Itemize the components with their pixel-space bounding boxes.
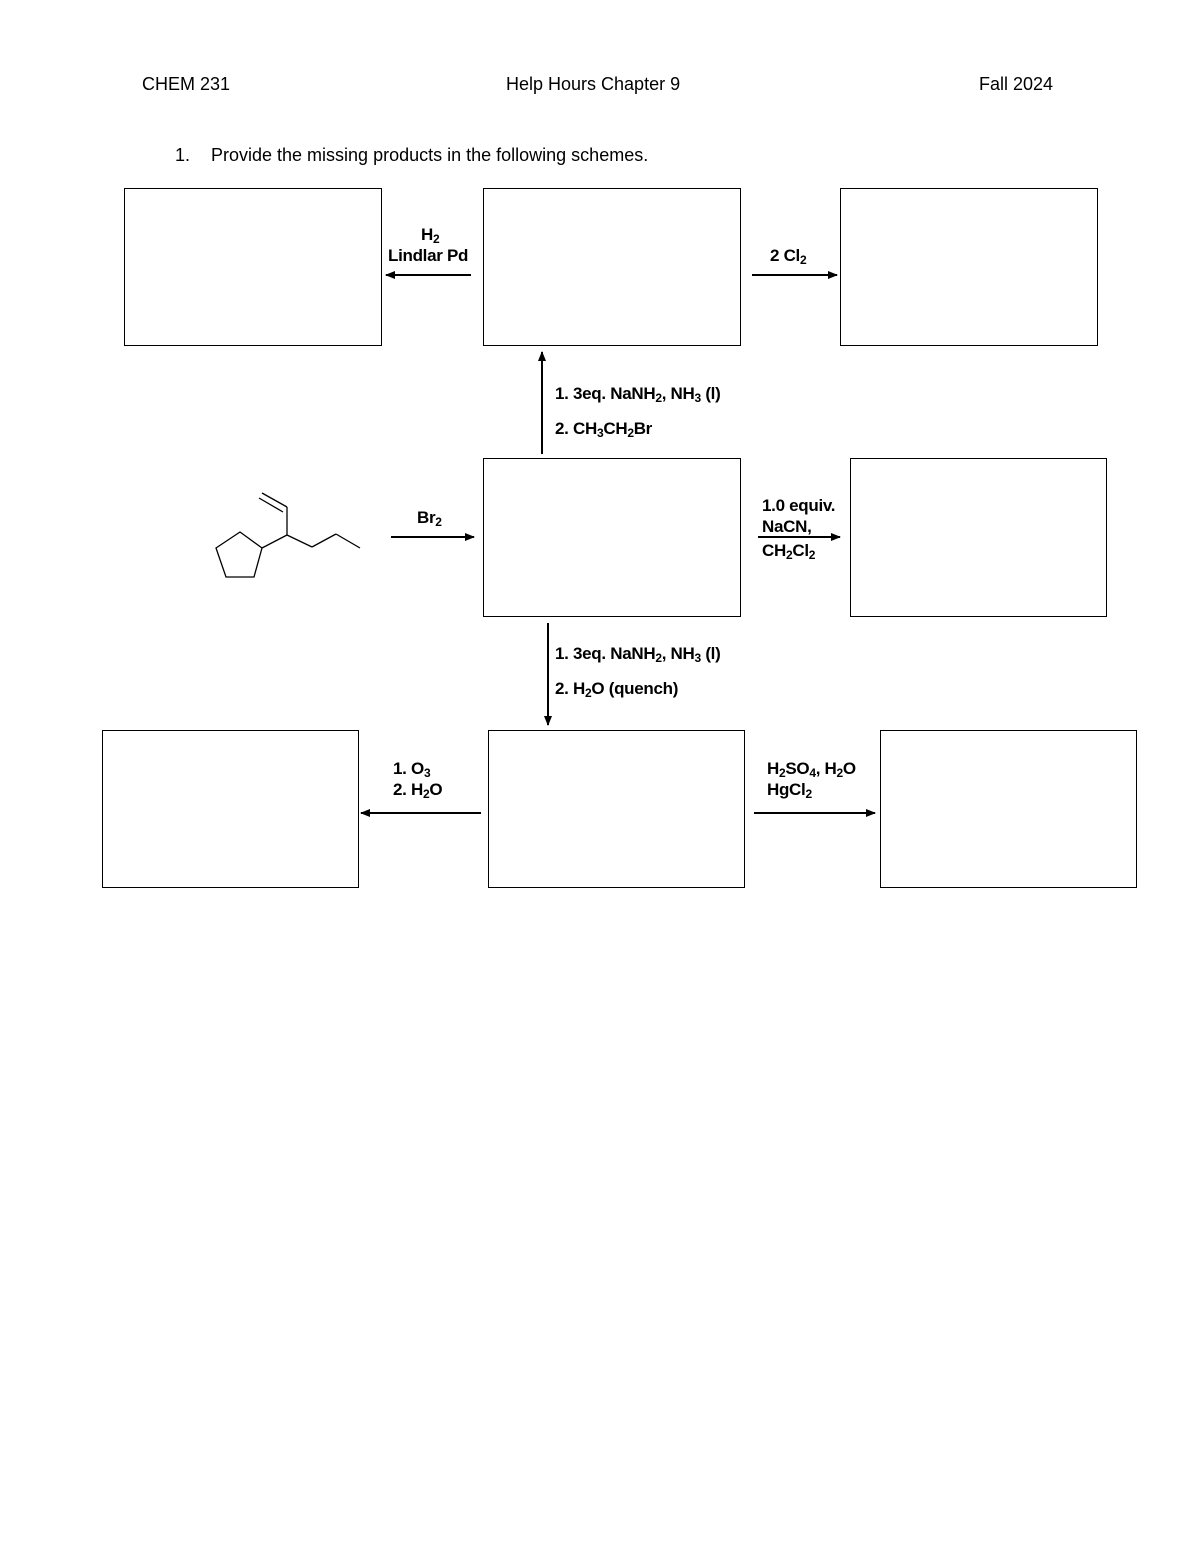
reagent-lindlar-catalyst: Lindlar Pd (388, 246, 469, 265)
answer-box-top-left[interactable] (124, 188, 382, 346)
term-label: Fall 2024 (979, 74, 1054, 94)
reagent-cyanide-equiv: 1.0 equiv. (762, 496, 836, 515)
starting-material-structure (215, 492, 361, 578)
answer-box-bottom-left[interactable] (102, 730, 359, 888)
reagent-cyanide-salt: NaCN, (762, 517, 812, 536)
course-code: CHEM 231 (142, 74, 231, 94)
reagent-ozone-step2: 2. H2O (393, 780, 443, 801)
reagent-bromine: Br2 (417, 508, 442, 529)
reagent-hydration-acid: H2SO4, H2O (767, 759, 856, 780)
reagent-up-step2: 2. CH3CH2Br (555, 419, 652, 440)
answer-box-bottom-right[interactable] (880, 730, 1137, 888)
answer-box-middle-right[interactable] (850, 458, 1107, 617)
reagent-up-step1: 1. 3eq. NaNH2, NH3 (l) (555, 384, 721, 405)
reagent-down-step2: 2. H2O (quench) (555, 679, 679, 700)
reagent-ozone-step1: 1. O3 (393, 759, 431, 780)
reagent-hydration-catalyst: HgCl2 (767, 780, 812, 801)
document-title: Help Hours Chapter 9 (506, 74, 681, 94)
answer-box-top-center[interactable] (483, 188, 741, 346)
reagent-lindlar-h2: H2 (421, 225, 440, 246)
reagent-chlorine: 2 Cl2 (770, 246, 807, 267)
answer-box-middle-center[interactable] (483, 458, 741, 617)
reagent-down-step1: 1. 3eq. NaNH2, NH3 (l) (555, 644, 721, 665)
answer-box-top-right[interactable] (840, 188, 1098, 346)
vinyl-double-bond (261, 492, 288, 508)
question-1: 1. Provide the missing products in the fo… (175, 145, 648, 166)
question-number: 1. (175, 145, 191, 165)
answer-box-bottom-center[interactable] (488, 730, 745, 888)
question-text: Provide the missing products in the foll… (211, 145, 649, 165)
reagent-cyanide-solvent: CH2Cl2 (762, 541, 816, 562)
cyclopentyl-ring (215, 531, 263, 578)
